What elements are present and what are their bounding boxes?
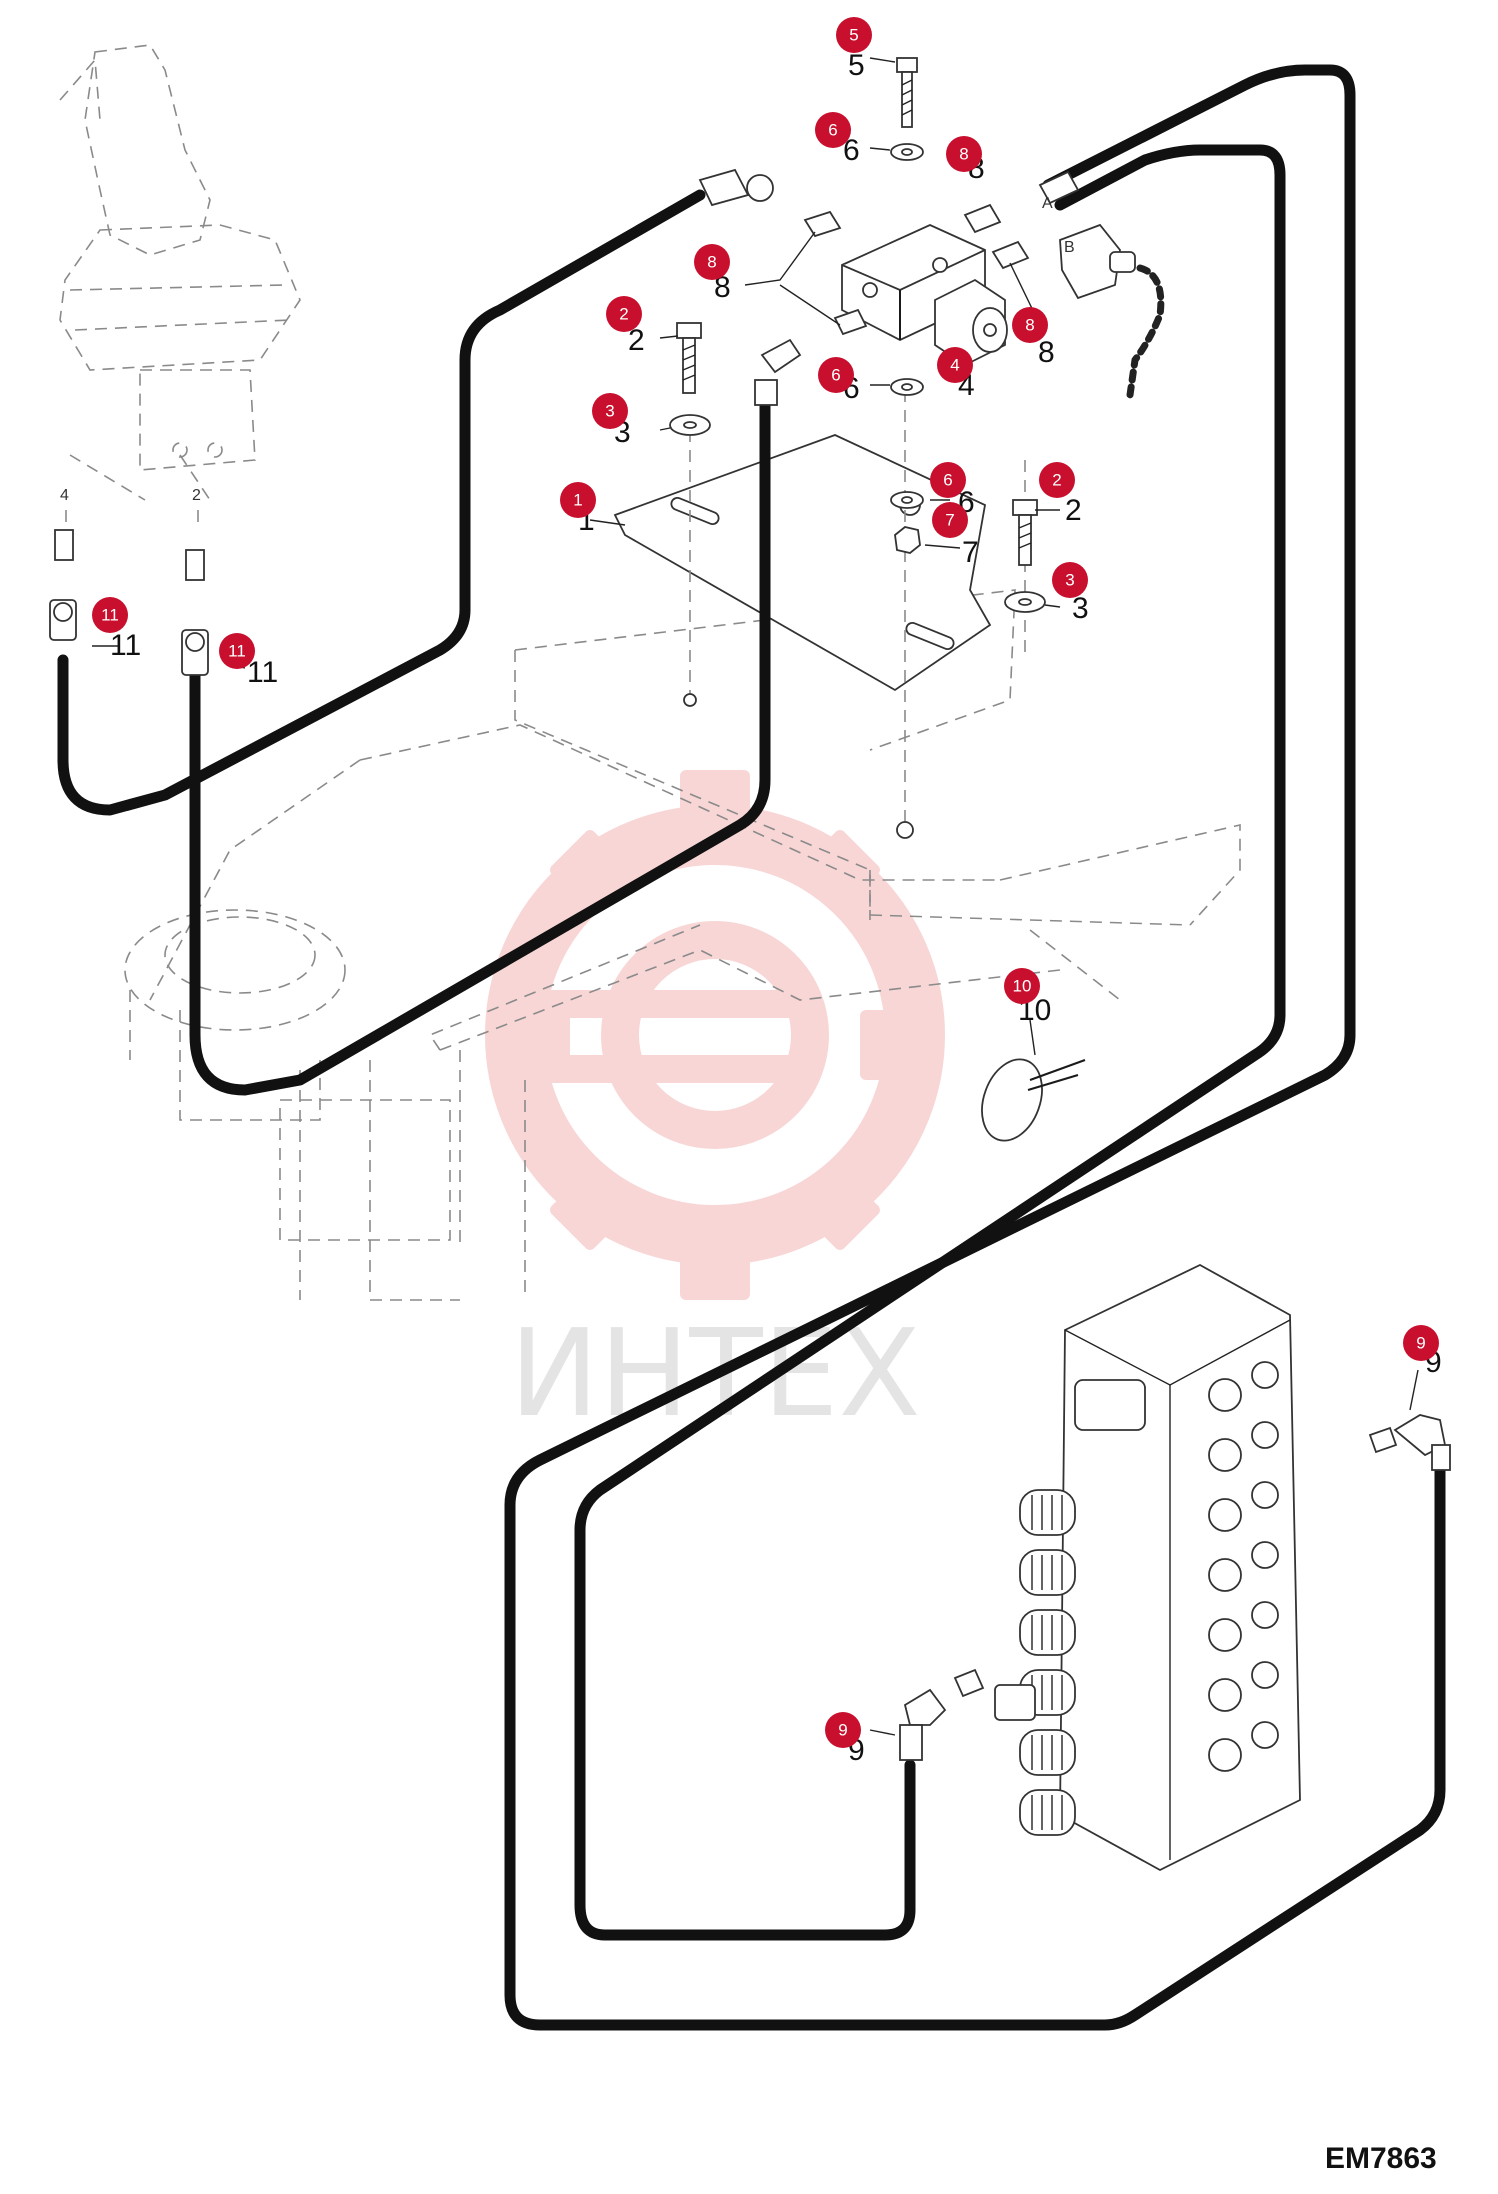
svg-text:2: 2	[1052, 471, 1061, 490]
callout-9: 9	[1403, 1325, 1439, 1361]
svg-text:4: 4	[950, 356, 959, 375]
washer-3-right	[1004, 591, 1046, 613]
callout-3: 3	[592, 393, 628, 429]
callout-8: 8	[694, 244, 730, 280]
nut-7	[894, 526, 921, 554]
elbow-fitting-9-top	[1368, 1414, 1451, 1471]
svg-text:8: 8	[1025, 316, 1034, 335]
fitting-8-b	[833, 308, 868, 336]
figure-code: EM7863	[1325, 2142, 1437, 2175]
svg-text:6: 6	[831, 366, 840, 385]
bolt-2-right	[1012, 499, 1038, 566]
port-label-b: B	[1064, 239, 1075, 256]
svg-text:8: 8	[707, 253, 716, 272]
callout-11: 11	[219, 633, 255, 669]
port-label-2: 2	[192, 487, 201, 504]
svg-text:5: 5	[849, 26, 858, 45]
svg-text:9: 9	[1416, 1334, 1425, 1353]
part-number: 2	[628, 324, 645, 357]
svg-text:7: 7	[945, 511, 954, 530]
callout-1: 1	[560, 482, 596, 518]
callout-11: 11	[92, 597, 128, 633]
mounting-plate	[613, 390, 1026, 839]
bolt-5	[896, 57, 918, 128]
callout-2: 2	[606, 296, 642, 332]
hose-end-joystick-a	[49, 529, 77, 641]
callout-8: 8	[1012, 307, 1048, 343]
callout-10: 10	[1004, 968, 1040, 1004]
callout-7: 7	[932, 502, 968, 538]
part-number: 7	[962, 536, 979, 569]
control-valve-bank	[994, 1263, 1301, 1872]
bank-ports	[1208, 1361, 1279, 1772]
cable-tie	[981, 1058, 1086, 1142]
callout-markers: 1 2 2 3 3 4 5 6 6 6 7 8 8 8 9 9 10 11 11	[92, 17, 1439, 1748]
bolt-2-left	[676, 322, 702, 394]
part-number: 11	[247, 656, 278, 689]
watermark-logo: ИНТЕХ	[485, 770, 945, 1444]
fitting-8-d	[991, 240, 1030, 270]
callout-6: 6	[818, 357, 854, 393]
hose-assembly	[57, 64, 1446, 2031]
callout-4: 4	[937, 347, 973, 383]
svg-text:8: 8	[959, 145, 968, 164]
fitting-8-a	[803, 210, 842, 238]
part-number: 6	[843, 134, 860, 167]
hose-end-valve-top	[698, 168, 774, 207]
part-number: 2	[1065, 494, 1082, 527]
svg-text:3: 3	[1065, 571, 1074, 590]
svg-text:11: 11	[101, 606, 119, 625]
svg-text:3: 3	[605, 402, 614, 421]
washer-6-mid	[890, 378, 924, 396]
callout-6: 6	[930, 462, 966, 498]
elbow-fitting-9-bottom	[899, 1668, 985, 1761]
callout-6: 6	[815, 112, 851, 148]
callout-3: 3	[1052, 562, 1088, 598]
hose-end-valve-elbow	[754, 338, 802, 406]
hose-end-port-a: A	[1038, 170, 1080, 212]
svg-text:1: 1	[573, 491, 582, 510]
fitting-8-c	[963, 203, 1002, 234]
joystick-assembly: 4 2	[59, 44, 301, 530]
solenoid-valve-block	[841, 224, 1008, 367]
callout-2: 2	[1039, 462, 1075, 498]
washer-3-left	[669, 414, 711, 436]
part-number: 8	[714, 271, 731, 304]
callout-8: 8	[946, 136, 982, 172]
part-number: 8	[1038, 336, 1055, 369]
svg-text:9: 9	[838, 1721, 847, 1740]
svg-text:2: 2	[619, 305, 628, 324]
svg-text:6: 6	[943, 471, 952, 490]
svg-text:10: 10	[1013, 977, 1032, 996]
callout-5: 5	[836, 17, 872, 53]
leader-lines	[92, 57, 1419, 1736]
washer-6-top	[890, 143, 924, 161]
part-number: 11	[110, 629, 141, 662]
washer-6-low	[890, 491, 924, 509]
electrical-connector: B	[1059, 223, 1165, 399]
part-number: 5	[848, 49, 865, 82]
svg-text:6: 6	[828, 121, 837, 140]
callout-9: 9	[825, 1712, 861, 1748]
svg-text:11: 11	[228, 642, 246, 661]
hose-end-joystick-b	[181, 549, 209, 676]
port-label-a: A	[1042, 195, 1053, 212]
part-numbers: 1 2 2 3 3 4 5 6 6 6 7 8 8 8 9 9 10 11 11	[110, 49, 1442, 1767]
part-number: 3	[1072, 592, 1089, 625]
port-label-4: 4	[60, 487, 69, 504]
